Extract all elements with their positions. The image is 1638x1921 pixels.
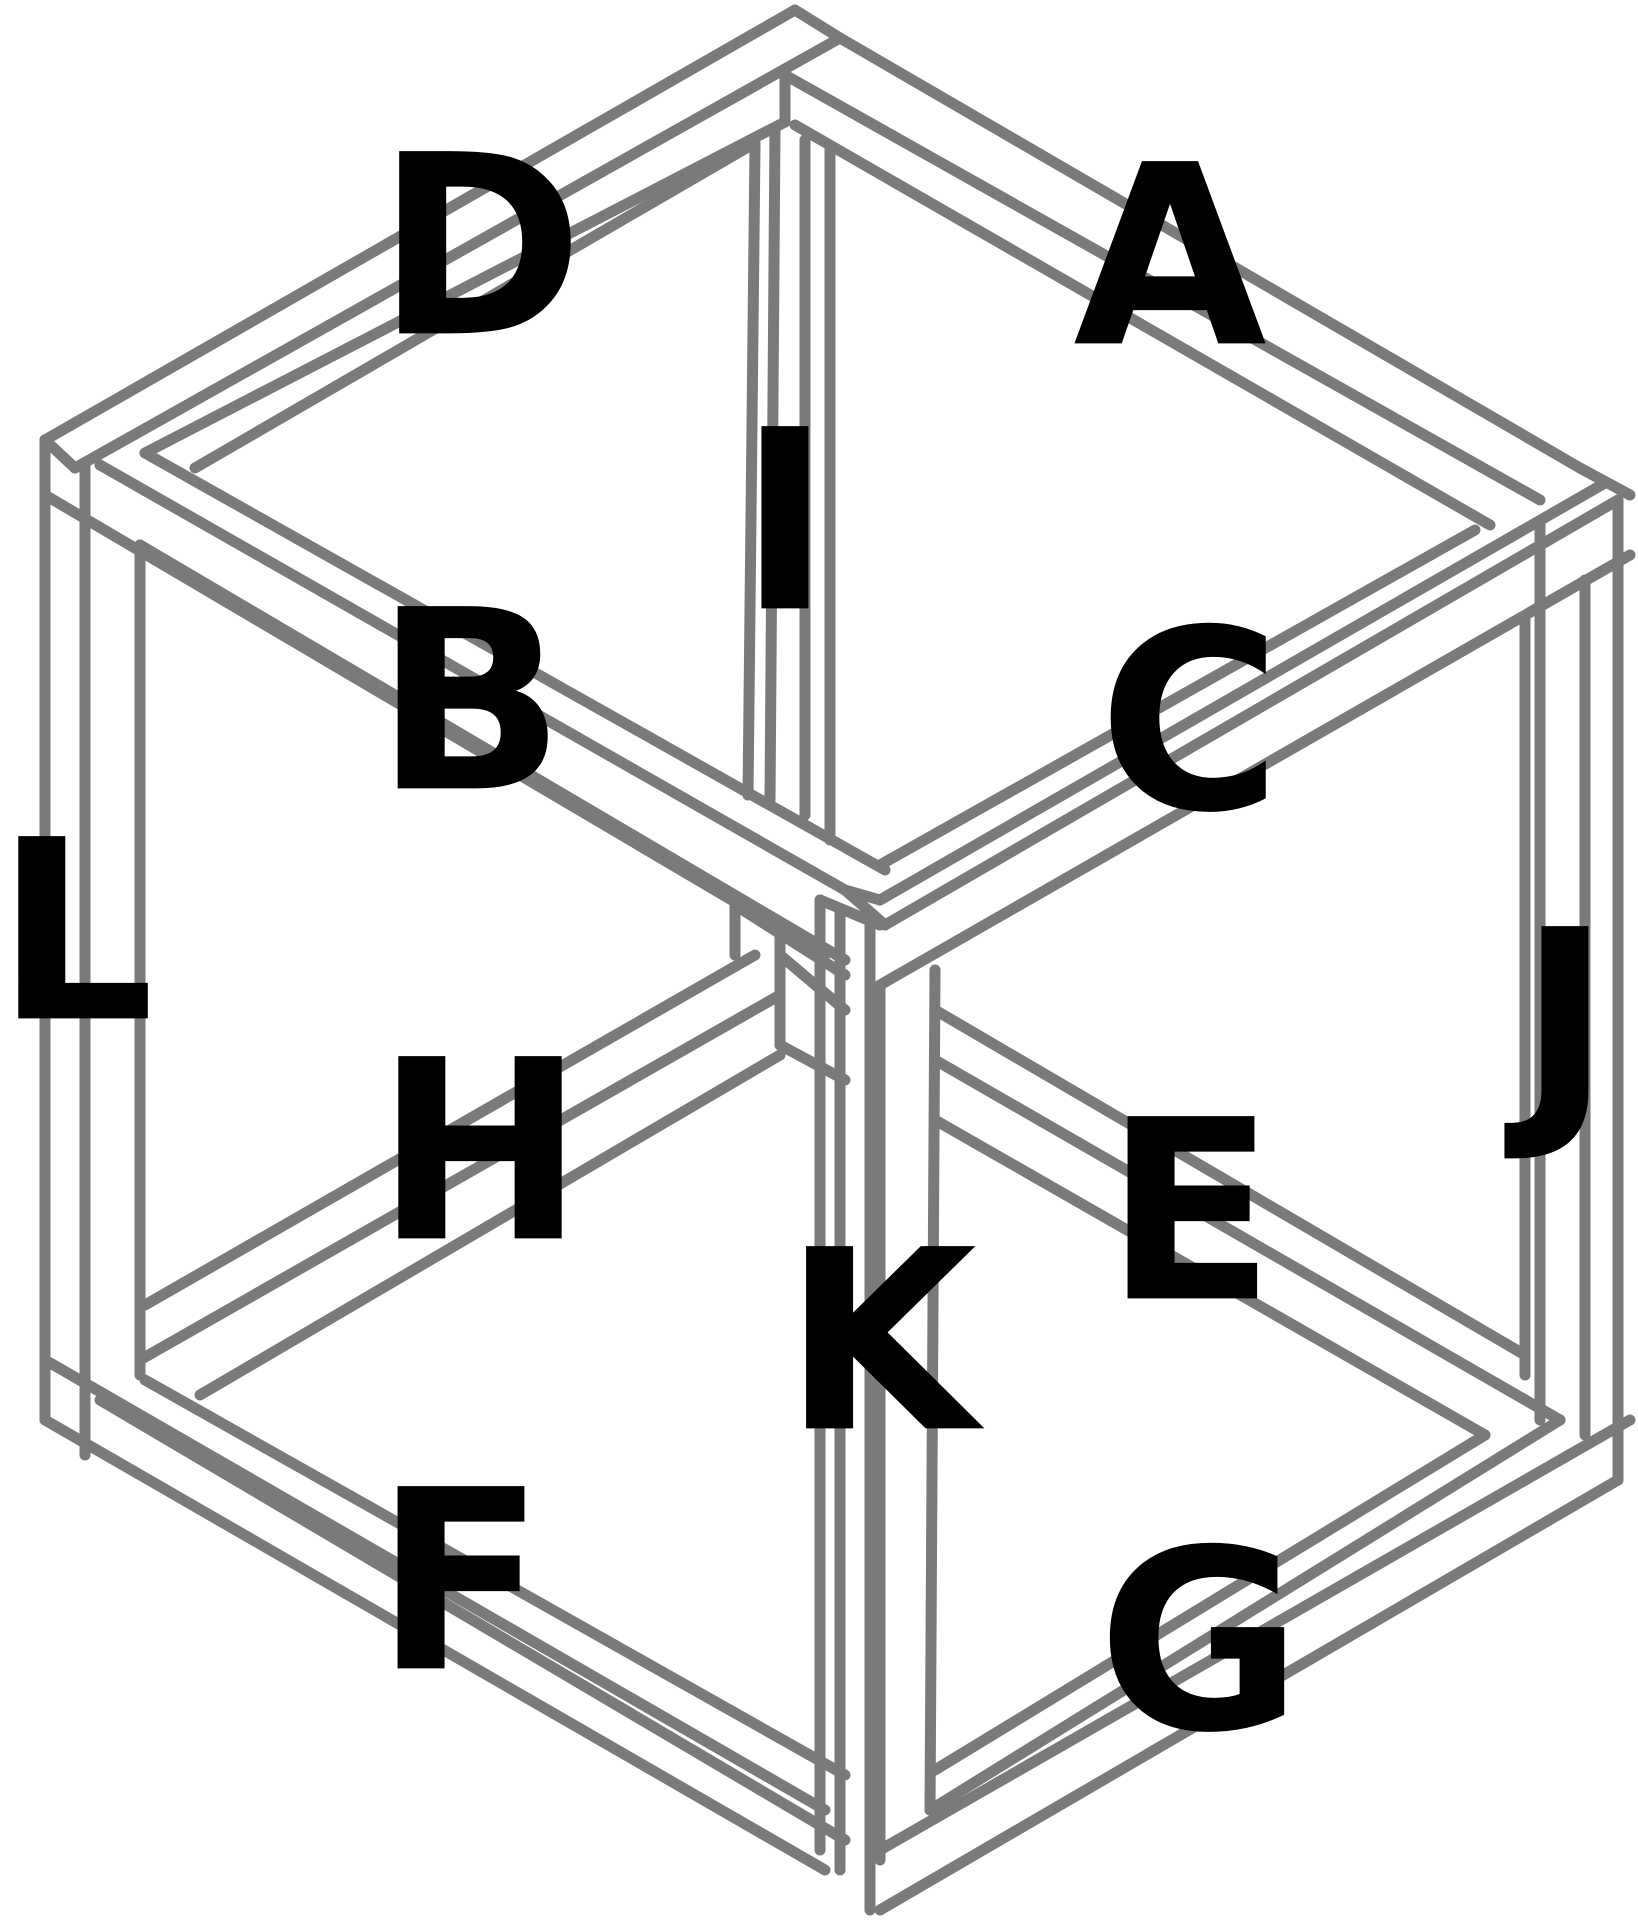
inner-joint-edges: [729, 894, 886, 1086]
left-face-edges: [39, 434, 851, 1876]
label-A: A: [1073, 111, 1266, 402]
label-C: C: [1098, 576, 1281, 867]
label-L: L: [0, 786, 155, 1077]
label-D: D: [376, 101, 584, 392]
label-J: J: [1503, 876, 1611, 1167]
label-G: G: [1097, 1496, 1302, 1787]
right-face-edges: [874, 494, 1636, 1916]
vertical-center-edges: [742, 124, 941, 1916]
face-labels: A B C D E F G H I J K L: [0, 101, 1612, 1787]
label-K: K: [783, 1196, 985, 1487]
label-H: H: [375, 1006, 584, 1297]
top-face-edges: [39, 4, 1636, 931]
label-B: B: [375, 556, 566, 847]
label-I: I: [738, 376, 831, 667]
label-E: E: [1105, 1066, 1276, 1357]
label-F: F: [375, 1436, 546, 1727]
